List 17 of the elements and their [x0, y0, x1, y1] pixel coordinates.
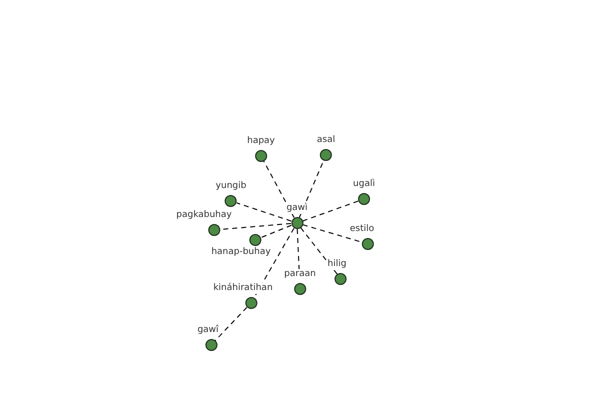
dashed-connector	[263, 160, 295, 218]
node-label: kináhiratihan	[212, 283, 274, 294]
node-label: hanap-buhay	[210, 247, 272, 258]
node-label: hilig	[326, 259, 348, 270]
node-label: hapay	[246, 136, 276, 147]
node-label: paraan	[283, 269, 317, 280]
dashed-connector	[214, 306, 248, 342]
dashed-connector	[300, 227, 338, 275]
node-label: yungib	[214, 181, 248, 192]
dashed-connector	[236, 202, 292, 222]
node-label: gawî	[196, 325, 220, 336]
dashed-connector	[302, 200, 359, 222]
dashed-connector	[298, 160, 324, 218]
node-label: pagkabuhay	[175, 210, 233, 221]
node-label: gawì	[285, 203, 309, 214]
node-label: ugalì	[352, 179, 376, 190]
dashed-connector	[260, 224, 292, 238]
